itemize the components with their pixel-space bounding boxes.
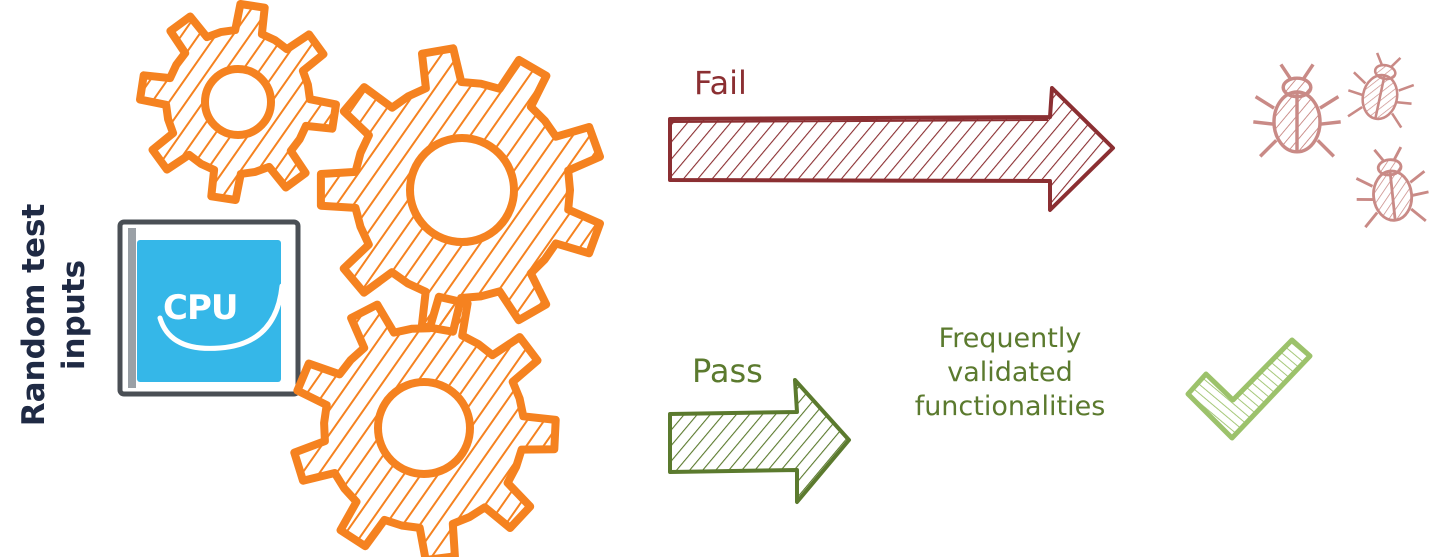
result-label: Frequently validated functionalities — [905, 322, 1115, 424]
fail-label: Fail — [694, 64, 747, 102]
gear-icon — [140, 4, 336, 200]
result-label-line-2: validated — [905, 356, 1115, 390]
bug-icon — [1352, 145, 1430, 228]
side-label-line-1: Random test — [14, 204, 54, 427]
pass-arrow — [670, 380, 849, 502]
gear-icon — [294, 297, 555, 557]
result-label-line-3: functionalities — [905, 390, 1115, 424]
cpu-label: CPU — [163, 288, 237, 328]
checkmark-icon — [1188, 340, 1310, 438]
pass-label: Pass — [692, 352, 763, 390]
side-label-line-2: inputs — [54, 204, 94, 427]
bug-icon — [1343, 49, 1420, 129]
gear-icon — [321, 48, 600, 331]
fail-arrow — [670, 88, 1113, 210]
result-label-line-1: Frequently — [905, 322, 1115, 356]
bug-icon — [1253, 64, 1340, 156]
